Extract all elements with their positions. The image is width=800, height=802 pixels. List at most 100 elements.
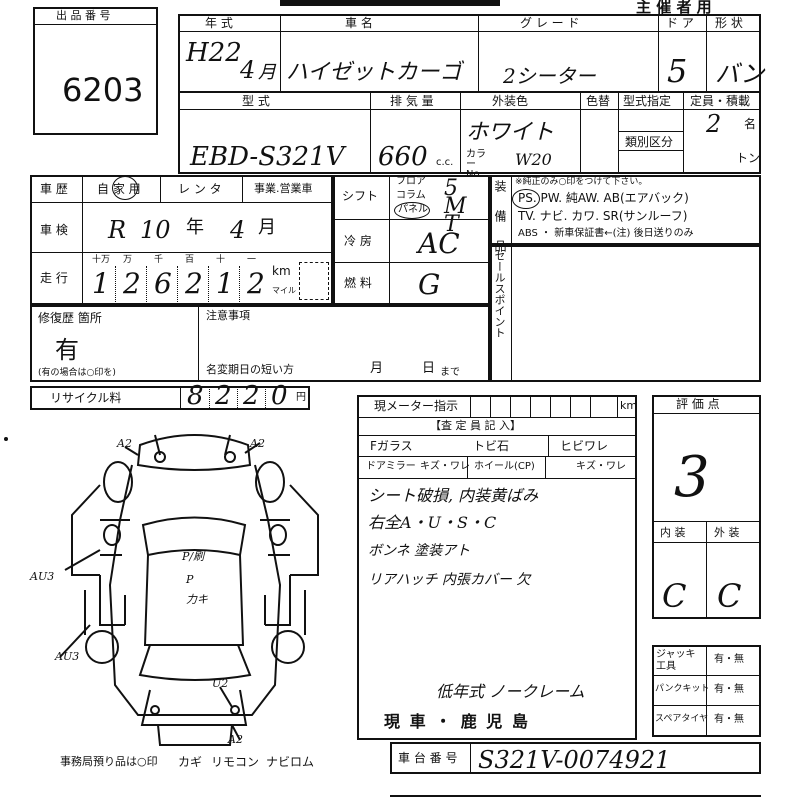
panel-circle	[394, 202, 430, 219]
office-item-key: カギ	[178, 755, 203, 769]
value-ac: AC	[418, 227, 460, 260]
value-model: EBD-S321V	[190, 142, 345, 172]
label-rental: レ ン タ	[178, 182, 222, 196]
bottom-box-edge	[390, 795, 761, 802]
label-doors: ド ア	[666, 16, 694, 30]
inspector-note-4: リアハッチ 内張カバー 欠	[368, 572, 531, 588]
tool-puncture-label: パンクキット	[655, 684, 710, 694]
label-mileage: 走 行	[40, 271, 68, 285]
inspector-block	[357, 395, 637, 740]
value-car-name: ハイゼットカーゴ	[286, 60, 462, 85]
label-tons: トン	[736, 151, 761, 165]
repair-note: (有の場合は○印を)	[38, 368, 116, 378]
own-use-circle	[112, 176, 138, 200]
diagram-center-mark-1: P/刷	[181, 550, 206, 563]
label-model: 型 式	[242, 94, 270, 108]
recycle-digit: 2	[243, 381, 260, 411]
label-persons: 名	[744, 117, 757, 131]
inspector-door-mirror: ドアミラー	[366, 461, 416, 472]
ps-circle	[512, 189, 540, 209]
header-strip	[280, 0, 500, 6]
sales-point-block	[490, 245, 761, 382]
value-shape: バン	[715, 60, 765, 88]
label-business: 事業.営業車	[254, 182, 313, 195]
label-grade-score: 評 価 点	[676, 397, 720, 411]
inspector-note-3: ボンネ 塗装アト	[368, 543, 471, 559]
equipment-line2: TV. ナビ. カワ. SR(サンルーフ)	[518, 209, 688, 223]
inspector-title: 【査 定 員 記 入】	[430, 419, 521, 432]
label-shape: 形 状	[715, 16, 743, 30]
caution-day: 日	[422, 361, 436, 376]
odometer-digit: 1	[216, 267, 234, 300]
label-caution: 注意事項	[206, 309, 250, 322]
diagram-mark-a2-left: A2	[116, 437, 132, 450]
diagram-mark-au3-lower: AU3	[54, 650, 79, 663]
inspector-scratch2: キズ・ワレ	[576, 461, 626, 472]
odometer-digit: 2	[123, 267, 141, 300]
diagram-mark-a2-rear: A2	[227, 733, 243, 746]
odometer-digit: 6	[154, 267, 172, 300]
label-short-date: 名変期日の短い方	[206, 363, 294, 376]
value-shift: 5MT	[444, 176, 467, 237]
recycle-yen: 円	[296, 392, 306, 403]
label-repair: 修復歴 箇所	[38, 311, 102, 325]
label-capacity: 定員・積載	[690, 94, 751, 108]
label-interior: 内 装	[660, 526, 686, 539]
tool-spare-label: スペアタイヤ	[655, 714, 709, 724]
odometer-digit-header: 百	[185, 255, 195, 265]
recycle-digit: 0	[271, 381, 288, 411]
tool-jack-options: 有・無	[714, 654, 744, 665]
inspector-note-1: シート破損, 内装黄ばみ	[368, 486, 539, 505]
dot-mark	[4, 437, 8, 441]
inspection-year-unit: 年	[186, 217, 204, 238]
office-note: 事務局預り品は○印	[60, 755, 158, 768]
chassis-number: S321V-0074921	[478, 746, 671, 774]
inspection-month: 4	[230, 216, 246, 244]
label-floor: フロア	[396, 176, 426, 187]
vehicle-row2	[178, 91, 761, 174]
label-inspection: 車 検	[40, 223, 68, 237]
value-fuel: G	[418, 268, 441, 301]
caution-month: 月	[370, 361, 384, 376]
odometer-digit-header: 万	[123, 255, 133, 265]
equipment-line3: ABS ・ 新車保証書←(注) 後日送りのみ	[518, 228, 694, 239]
label-displacement: 排 気 量	[390, 94, 434, 108]
inspector-scratch1: キズ・ワレ	[420, 461, 470, 472]
diagram-mark-u2: U2	[212, 677, 228, 690]
office-item-navirom: ナビロム	[266, 755, 315, 769]
caution-made: まで	[440, 367, 460, 378]
label-color-change: 色替	[586, 94, 611, 108]
label-name: 車 名	[345, 16, 373, 30]
repair-caution-block	[30, 305, 490, 382]
lot-number: 6203	[62, 71, 144, 109]
value-doors: 5	[667, 52, 688, 90]
recycle-block	[30, 386, 310, 410]
equipment-line1: PS. PW. 純AW. AB(エアバック)	[518, 191, 689, 205]
inspector-wheel: ホイール(CP)	[474, 461, 535, 472]
label-column: コラム	[396, 190, 426, 201]
meter-unit: km	[620, 399, 638, 412]
recycle-digit: 8	[187, 381, 204, 411]
label-mile: マイル	[272, 286, 296, 295]
value-exterior-color: ホワイト	[466, 120, 555, 145]
value-capacity: 2	[706, 110, 722, 138]
diagram-center-mark-3: 力キ	[186, 593, 208, 606]
label-exterior-color: 外装色	[492, 94, 529, 108]
specs-block	[333, 175, 490, 305]
value-color-code: W20	[515, 150, 552, 169]
grade-interior: C	[662, 577, 687, 615]
label-grade: グ レ ー ド	[520, 16, 580, 30]
lot-box	[33, 7, 158, 135]
value-grade: 2シーター	[503, 64, 596, 88]
label-model-designation: 型式指定	[623, 94, 672, 108]
odometer-digit: 2	[185, 267, 203, 300]
inspector-note-2: 右全A・U・S・C	[368, 513, 497, 532]
equipment-label: 装 備 品	[493, 180, 507, 254]
odometer-digit-header: 一	[247, 255, 257, 265]
recycle-digit: 2	[215, 381, 232, 411]
inspection-era: R	[108, 216, 127, 244]
equipment-note: ※純正のみ○印をつけて下さい。	[515, 177, 648, 187]
label-fuel: 燃 料	[344, 276, 372, 290]
